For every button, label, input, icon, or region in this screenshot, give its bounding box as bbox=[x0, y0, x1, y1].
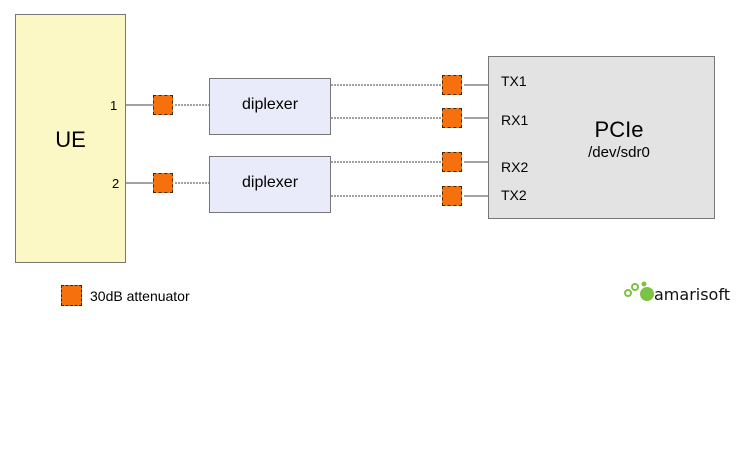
ue-port-2-label: 2 bbox=[112, 176, 120, 191]
attenuator-tx1 bbox=[442, 75, 462, 95]
pcie-device: /dev/sdr0 bbox=[588, 144, 650, 161]
attenuator-rx1 bbox=[442, 108, 462, 128]
pcie-title: PCIe bbox=[594, 117, 644, 142]
legend-label: 30dB attenuator bbox=[90, 288, 190, 304]
attenuator-ue-port-2 bbox=[153, 173, 173, 193]
diplexer-1: diplexer bbox=[209, 78, 331, 135]
diplexer-2: diplexer bbox=[209, 156, 331, 213]
pcie-box: TX1 RX1 RX2 TX2 PCIe /dev/sdr0 bbox=[488, 56, 715, 219]
ue-label: UE bbox=[55, 127, 86, 152]
amarisoft-logo-icon bbox=[624, 281, 654, 301]
ue-box: UE bbox=[15, 14, 126, 263]
pcie-port-rx1: RX1 bbox=[501, 112, 529, 128]
diplexer-1-label: diplexer bbox=[241, 96, 299, 113]
pcie-port-tx1: TX1 bbox=[501, 73, 527, 89]
logo-text: amarisoft bbox=[654, 285, 730, 304]
ue-port-1-label: 1 bbox=[110, 98, 118, 113]
pcie-port-tx2: TX2 bbox=[501, 187, 527, 203]
attenuator-tx2 bbox=[442, 186, 462, 206]
diplexer-2-label: diplexer bbox=[241, 174, 299, 191]
attenuator-rx2 bbox=[442, 152, 462, 172]
legend-attenuator-swatch bbox=[61, 285, 82, 306]
attenuator-ue-port-1 bbox=[153, 95, 173, 115]
pcie-port-rx2: RX2 bbox=[501, 159, 529, 175]
